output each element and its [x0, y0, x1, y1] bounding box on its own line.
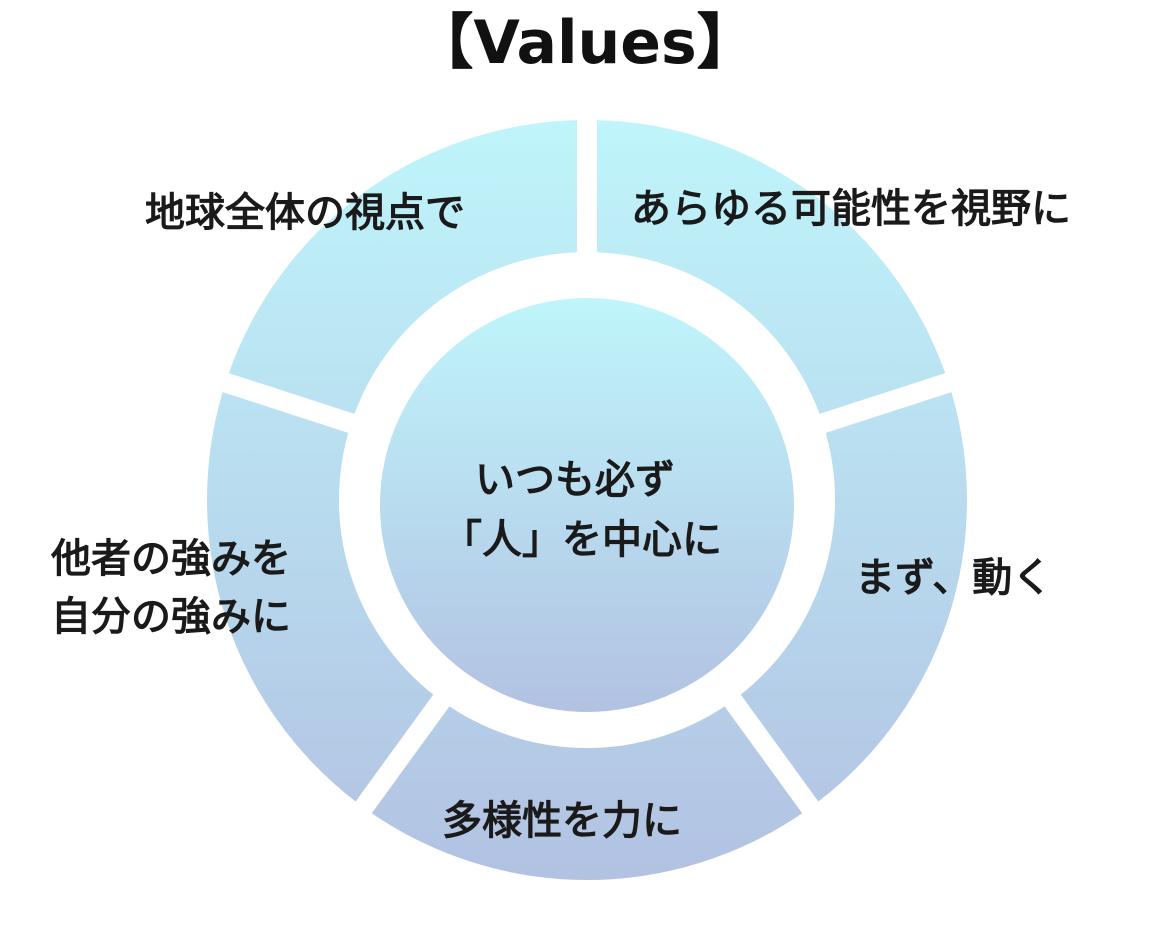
segment-label-act-first-line-1: まず、動く	[855, 555, 1052, 601]
center-circle	[380, 298, 794, 712]
ring-segment-3	[371, 706, 803, 881]
segment-label-global-view: 地球全体の視点で	[145, 190, 465, 236]
center-label-line-2: 「人」を中心に	[442, 517, 722, 563]
segment-label-possibilities: あらゆる可能性を視野に	[631, 186, 1071, 232]
ring-segment-4	[206, 392, 434, 802]
segment-label-diversity-line-1: 多様性を力に	[442, 798, 682, 844]
segment-label-act-first: まず、動く	[855, 555, 1052, 601]
ring-segment-2	[740, 392, 968, 802]
segment-label-strengths-line-1: 他者の強みを	[50, 536, 291, 582]
ring-segment-1	[597, 120, 946, 414]
segment-label-global-view-line-1: 地球全体の視点で	[145, 190, 465, 236]
ring-segment-5	[228, 120, 577, 414]
center-label: いつも必ず 「人」を中心に	[442, 457, 722, 563]
segment-label-diversity: 多様性を力に	[442, 798, 682, 844]
segment-label-strengths-line-2: 自分の強みに	[51, 594, 291, 640]
segment-label-strengths: 他者の強みを 自分の強みに	[50, 536, 305, 640]
ring-segments	[206, 120, 968, 881]
center-label-line-1: いつも必ず	[475, 457, 675, 503]
segment-label-possibilities-line-1: あらゆる可能性を視野に	[631, 186, 1071, 232]
page-title: 【Values】	[413, 8, 756, 78]
